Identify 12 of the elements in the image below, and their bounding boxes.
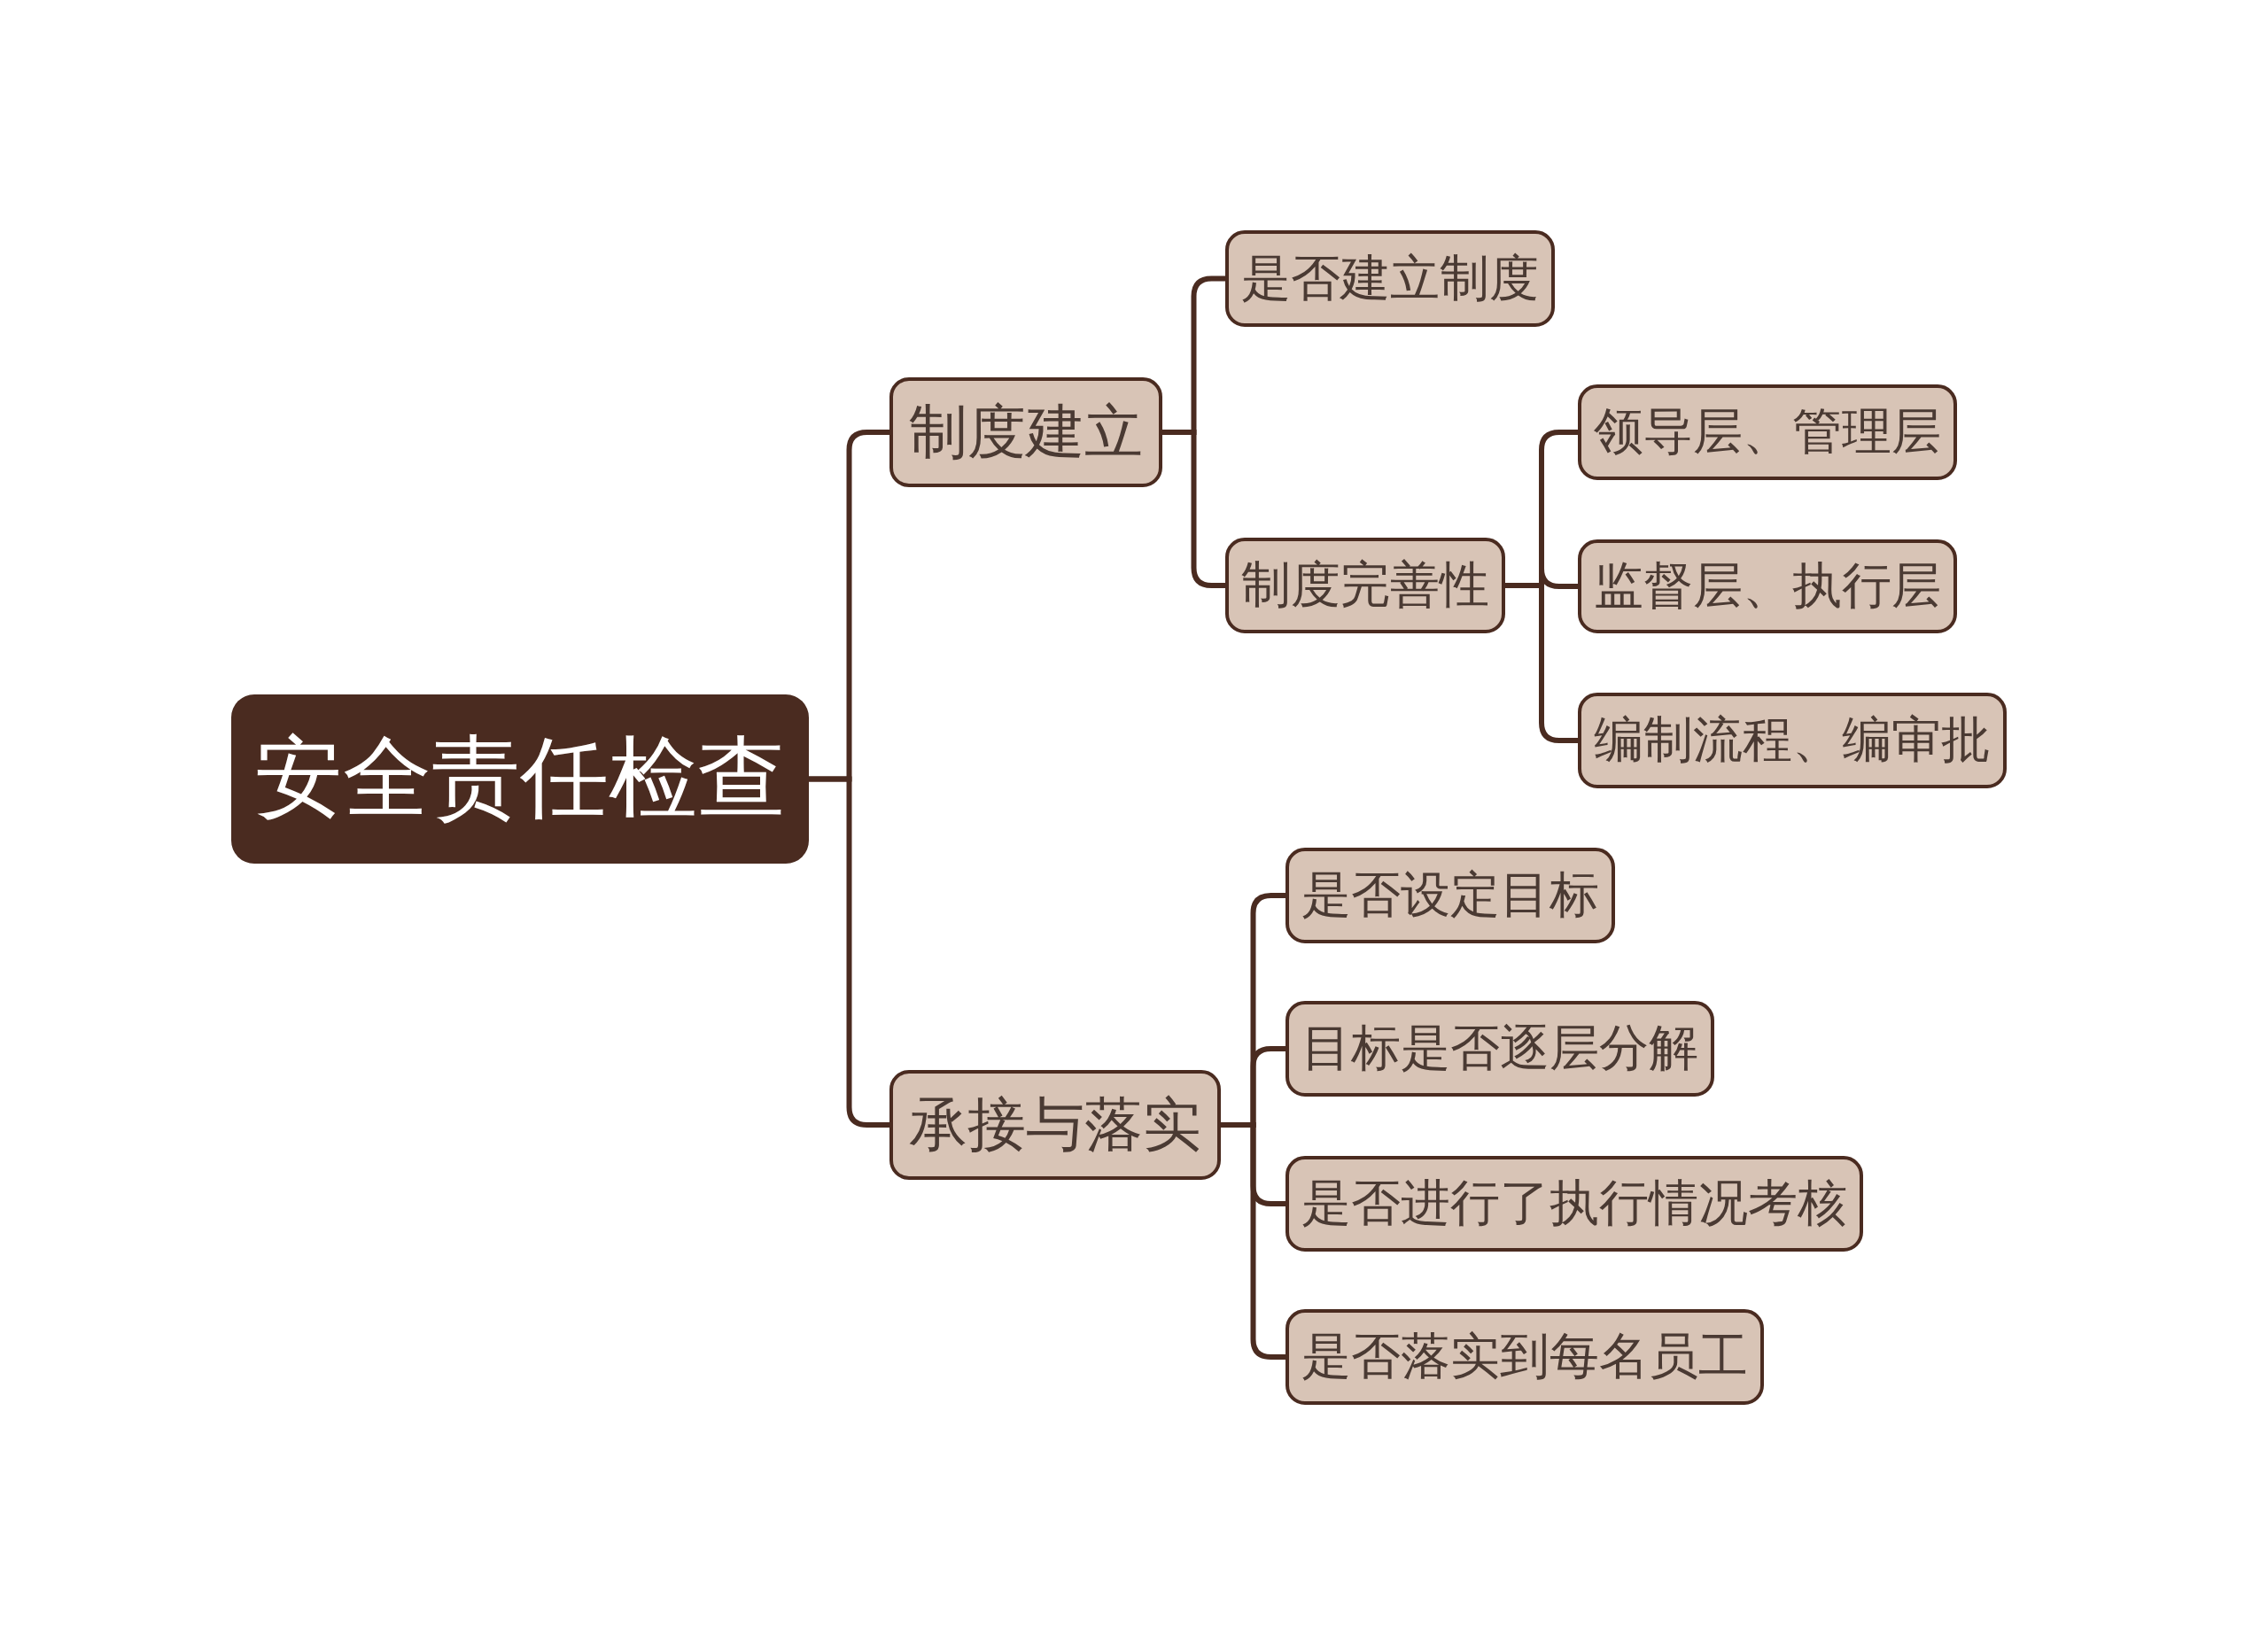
subtopic-box: 监督层、执行层: [1578, 539, 1957, 633]
subtopic-box: 编制流程、编审批: [1578, 693, 2007, 788]
subtopic-box: 是否进行了执行情况考核: [1285, 1156, 1863, 1252]
subtopic-box: 领导层、管理层: [1578, 384, 1957, 480]
subtopic-box: 目标是否逐层分解: [1285, 1001, 1714, 1097]
subtopic-box: 是否设定目标: [1285, 848, 1615, 943]
topic-box: 制度建立: [889, 377, 1162, 487]
central-topic-box: 安全责任检查: [231, 694, 809, 864]
subtopic-box: 制度完善性: [1225, 538, 1505, 633]
topic-box: 承接与落实: [889, 1070, 1221, 1180]
subtopic-box: 是否建立制度: [1225, 230, 1555, 327]
subtopic-box: 是否落实到每名员工: [1285, 1309, 1764, 1405]
